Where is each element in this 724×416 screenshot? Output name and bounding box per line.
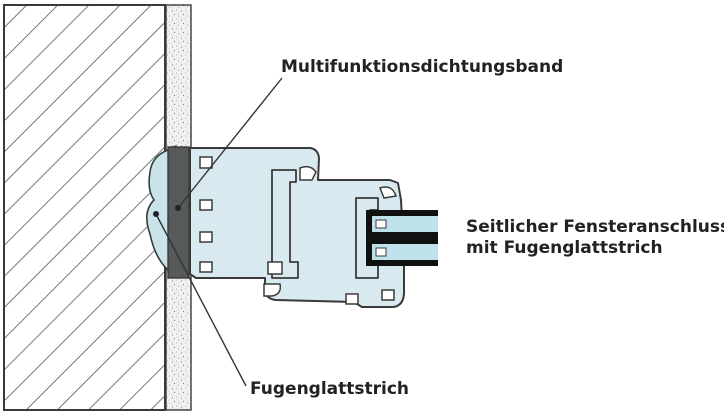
label-seitlicher-line2: mit Fugenglattstrich [466, 238, 663, 258]
frame-groove [299, 165, 317, 181]
glazing-spacer-top [375, 219, 387, 229]
glass-pane-bottom [372, 244, 438, 260]
masonry-wall [3, 4, 166, 411]
leader-line-band [177, 77, 283, 209]
frame-chamber-outer [199, 156, 213, 273]
label-fugenglattstrich: Fugenglattstrich [250, 379, 410, 399]
leader-dot-band [175, 205, 181, 211]
leader-line-fugen [155, 213, 247, 387]
leader-dot-fugen [153, 211, 159, 217]
frame-bottom-detail [263, 261, 283, 297]
label-multifunktionsdichtungsband: Multifunktionsdichtungsband [281, 57, 564, 77]
sash-detail [345, 186, 397, 305]
label-seitlicher-line1: Seitlicher Fensteranschluss [466, 217, 724, 237]
label-seitlicher-fensteranschluss: Seitlicher Fensteranschluss mit Fugengla… [466, 217, 724, 259]
glass-pane-top [372, 216, 438, 232]
frame-chamber-inner [271, 169, 299, 279]
glazing-spacer-bottom [375, 247, 387, 257]
multifunktionsdichtungsband-strip [167, 146, 190, 279]
